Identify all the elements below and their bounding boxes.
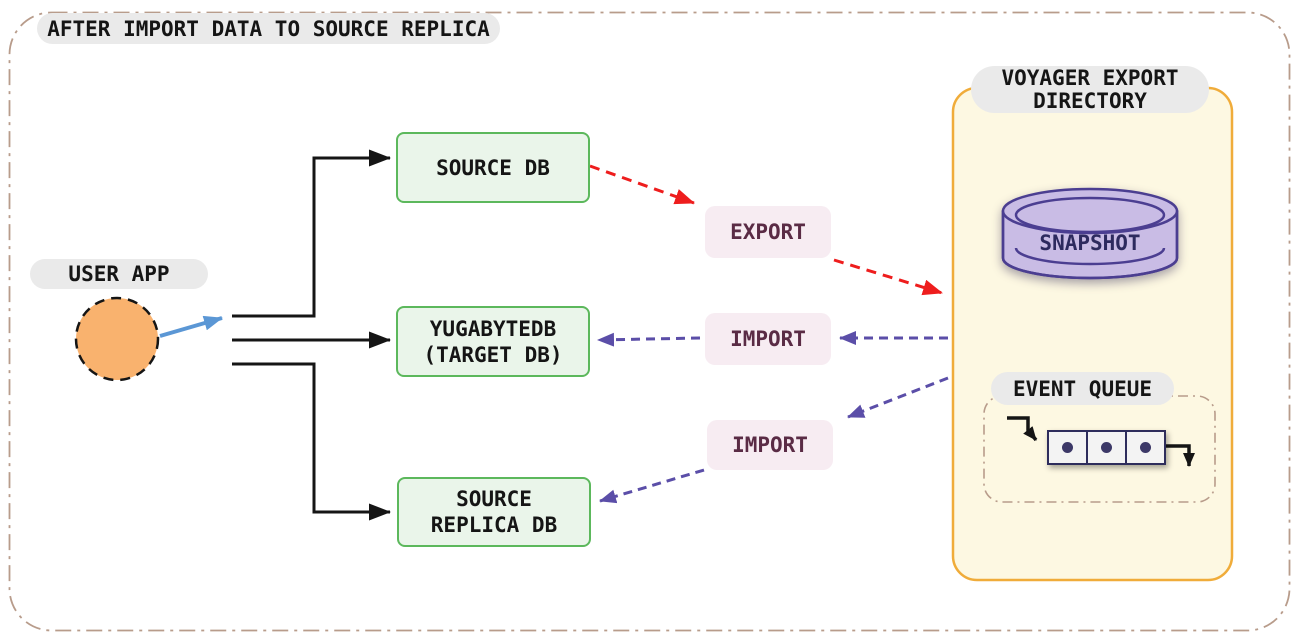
snapshot-label: SNAPSHOT [1003,231,1177,255]
fork-line-to-source-db [232,149,391,318]
outer-frame-border [8,11,1291,632]
target-db-label-line1: YUGABYTEDB [429,316,557,341]
import-replica-step-node: IMPORT [707,420,833,470]
voyager-title-line2: DIRECTORY [1033,88,1147,113]
source-db-label: SOURCE DB [436,155,550,180]
diagram-title-text: AFTER IMPORT DATA TO SOURCE REPLICA [47,16,490,41]
event-queue-cells [1047,430,1166,465]
diagram-title: AFTER IMPORT DATA TO SOURCE REPLICA [37,13,500,44]
user-app-label-text: USER APP [68,262,170,286]
queue-item-dot [1140,442,1151,453]
source-replica-db-node: SOURCE REPLICA DB [397,477,591,547]
event-queue-label-text: EVENT QUEUE [1012,376,1153,401]
source-db-node: SOURCE DB [396,132,590,203]
queue-cell [1086,430,1127,465]
source-replica-db-label-line1: SOURCE [456,487,532,511]
import-arrow-directory-to-import-bottom [847,376,949,419]
import-target-step-node: IMPORT [705,313,831,365]
target-db-node: YUGABYTEDB (TARGET DB) [396,306,590,377]
export-step-node: EXPORT [705,206,831,258]
snapshot-cylinder [1001,187,1179,280]
export-arrow-export-to-directory [833,258,943,296]
snapshot-label-text: SNAPSHOT [1039,231,1141,255]
fork-line-to-source-replica-db [232,362,391,521]
queue-item-dot [1062,442,1073,453]
event-queue-label: EVENT QUEUE [991,372,1174,405]
target-db-label-line2: (TARGET DB) [423,342,563,367]
export-arrow-source-db-to-export [589,164,695,205]
user-app-arrow [159,315,223,338]
import-target-step-label: IMPORT [730,327,806,351]
voyager-title-line1: VOYAGER EXPORT [1001,65,1179,90]
user-app-label: USER APP [30,259,208,289]
queue-cell [1125,430,1166,465]
import-arrow-import-bottom-to-replica-db [599,468,705,504]
voyager-export-directory-panel [951,86,1234,582]
queue-item-dot [1101,442,1112,453]
export-step-label: EXPORT [730,220,806,244]
import-arrow-import-top-to-target-db [597,332,701,347]
queue-entry-arrow [1007,416,1038,442]
queue-exit-arrow [1163,444,1195,467]
queue-cell [1047,430,1088,465]
source-replica-db-label-line2: REPLICA DB [430,513,558,537]
user-app-circle [74,296,160,382]
voyager-export-directory-title: VOYAGER EXPORT DIRECTORY [971,66,1209,113]
import-replica-step-label: IMPORT [732,433,808,457]
